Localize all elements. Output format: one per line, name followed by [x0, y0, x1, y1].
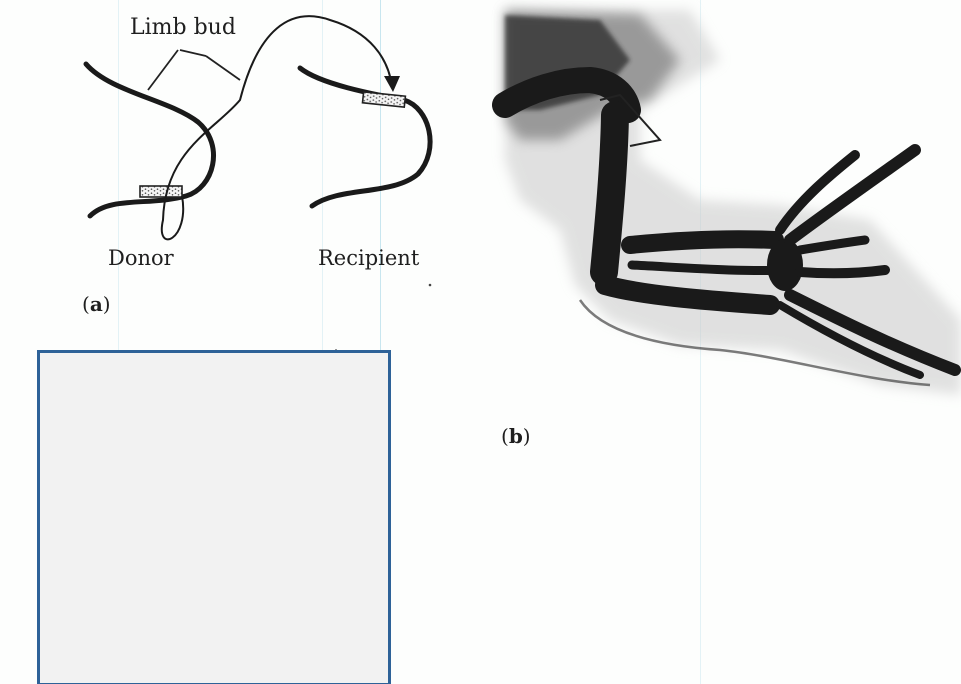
redaction-box [37, 350, 391, 684]
recipient-graft-tissue [362, 92, 405, 107]
digit-4 [800, 270, 885, 273]
limb-bud-pointer-recipient [206, 56, 240, 80]
recipient-label: Recipient [318, 246, 419, 270]
transfer-arrow-path [162, 16, 392, 239]
limb-bud-pointer-donor [148, 50, 178, 90]
panel-a-diagram [86, 16, 431, 351]
panel-b-letter-text: b [509, 424, 523, 448]
panel-b-skeleton-photo [505, 10, 961, 395]
forearm-bone-upper [630, 239, 775, 245]
panel-b-letter: (b) [501, 424, 531, 448]
speck [429, 284, 432, 287]
limb-bud-pointer-junction [180, 50, 206, 56]
donor-label: Donor [108, 246, 174, 270]
panel-a-letter: (a) [82, 292, 111, 316]
panel-a-letter-text: a [90, 292, 103, 316]
donor-graft-tissue [140, 186, 182, 197]
upper-limb-bone [604, 115, 615, 272]
transfer-arrow-head [384, 76, 400, 92]
recipient-embryo-outline [300, 68, 430, 206]
limb-bud-label: Limb bud [130, 15, 236, 40]
